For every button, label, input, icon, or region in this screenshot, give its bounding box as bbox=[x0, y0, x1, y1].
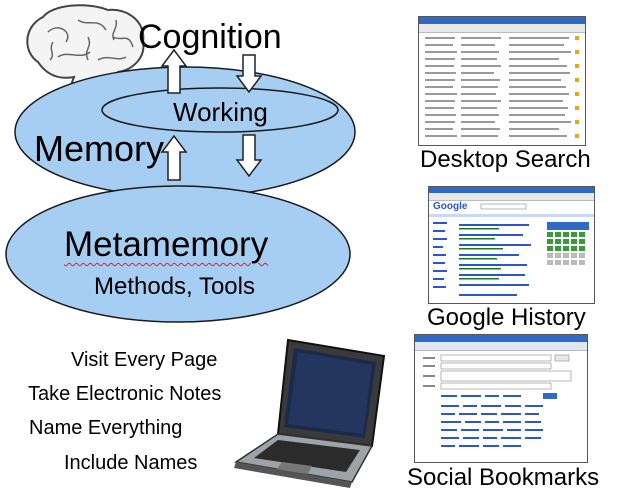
laptop-icon bbox=[234, 338, 386, 488]
working-label: Working bbox=[173, 97, 268, 127]
tip-visit-every-page: Visit Every Page bbox=[71, 349, 218, 371]
window-toolbar bbox=[415, 342, 587, 351]
desktop-search-screenshot bbox=[418, 16, 586, 146]
memory-label: Memory bbox=[34, 128, 165, 169]
window-toolbar bbox=[429, 193, 594, 201]
history-list bbox=[429, 203, 594, 296]
up-arrow-top bbox=[160, 48, 188, 94]
up-arrow-bottom bbox=[160, 134, 188, 181]
down-arrow-bottom bbox=[235, 134, 263, 178]
window-titlebar bbox=[419, 17, 585, 24]
metamemory-ellipse bbox=[5, 185, 351, 323]
window-titlebar bbox=[415, 335, 587, 342]
cognition-label: Cognition bbox=[138, 18, 282, 56]
metamemory-label: Metamemory bbox=[64, 225, 269, 264]
window-toolbar bbox=[419, 24, 585, 33]
tip-name-everything: Name Everything bbox=[29, 417, 183, 439]
social-bookmarks-caption: Social Bookmarks bbox=[407, 464, 600, 491]
tip-include-names: Include Names bbox=[64, 452, 198, 474]
google-history-screenshot: Google bbox=[428, 186, 595, 304]
desktop-search-caption: Desktop Search bbox=[420, 146, 591, 173]
bookmark-form bbox=[423, 354, 572, 447]
down-arrow-top bbox=[235, 54, 263, 94]
google-logo: Google bbox=[433, 201, 468, 212]
memory-diagram bbox=[5, 48, 356, 323]
results-list bbox=[425, 36, 579, 138]
google-history-caption: Google History bbox=[427, 304, 586, 331]
window-titlebar bbox=[429, 187, 594, 193]
tip-take-electronic-notes: Take Electronic Notes bbox=[28, 383, 222, 405]
methods-tools-label: Methods, Tools bbox=[94, 273, 255, 300]
social-bookmarks-screenshot bbox=[414, 334, 588, 463]
working-ellipse bbox=[101, 87, 339, 133]
